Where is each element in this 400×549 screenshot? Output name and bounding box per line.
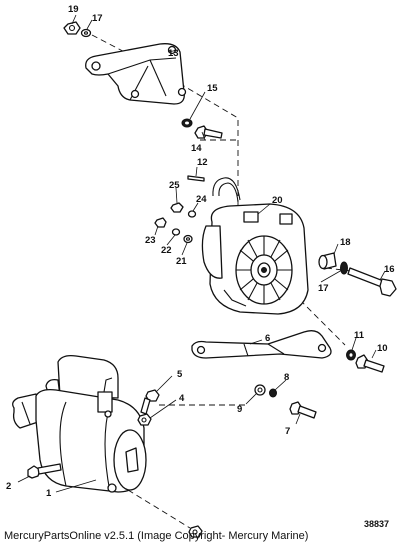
callout-14: 14: [191, 143, 202, 154]
callout-numbers: 19 17 13 15 14 12 25 24 20 23 22 21 18 1…: [6, 4, 395, 499]
lower-adjusting-bracket[interactable]: [191, 330, 332, 359]
callout-20: 20: [272, 195, 283, 206]
callout-7: 7: [285, 426, 290, 437]
bolt-16[interactable]: [347, 267, 397, 297]
nut-bottom[interactable]: [188, 525, 203, 538]
callout-12: 12: [197, 157, 208, 168]
callout-17-top: 17: [92, 13, 103, 24]
nut-19[interactable]: [63, 21, 81, 35]
callout-25: 25: [169, 180, 180, 191]
nut-4[interactable]: [137, 413, 152, 426]
callout-11: 11: [354, 330, 365, 341]
image-id: 38837: [364, 519, 389, 529]
lockwasher-8[interactable]: [269, 388, 277, 398]
callout-9: 9: [237, 404, 242, 415]
bolt-7[interactable]: [289, 401, 317, 419]
nut-23[interactable]: [154, 217, 167, 228]
lockwasher-15[interactable]: [181, 118, 193, 128]
callout-18: 18: [340, 237, 351, 248]
callout-5: 5: [177, 369, 183, 380]
callout-6: 6: [265, 333, 270, 344]
callout-15: 15: [207, 83, 218, 94]
callout-1: 1: [46, 488, 52, 499]
callout-4: 4: [179, 393, 185, 404]
spacer-18[interactable]: [318, 252, 337, 270]
callout-22: 22: [161, 245, 172, 256]
callout-10: 10: [377, 343, 388, 354]
callout-24: 24: [196, 194, 207, 205]
callout-2: 2: [6, 481, 11, 492]
pin-12[interactable]: [187, 175, 205, 182]
washer-22[interactable]: [171, 228, 181, 236]
washer-21[interactable]: [183, 234, 193, 244]
callout-leaders: [17, 14, 386, 493]
washer-9[interactable]: [254, 384, 266, 396]
bolt-14[interactable]: [194, 125, 223, 139]
callout-16: 16: [384, 264, 395, 275]
starter-motor[interactable]: [12, 354, 147, 493]
callout-23: 23: [145, 235, 156, 246]
bolt-5[interactable]: [140, 389, 160, 415]
callout-8: 8: [284, 372, 289, 383]
callout-17-right: 17: [318, 283, 329, 294]
alternator[interactable]: [201, 177, 309, 315]
copyright-footer: MercuryPartsOnline v2.5.1 (Image Copyrig…: [4, 530, 309, 542]
callout-19: 19: [68, 4, 79, 15]
bolt-10[interactable]: [355, 354, 385, 373]
washer-11[interactable]: [346, 349, 356, 361]
washer-17-right[interactable]: [340, 261, 348, 275]
nut-25[interactable]: [170, 202, 184, 213]
bolt-2[interactable]: [27, 463, 62, 479]
callout-13: 13: [168, 48, 179, 59]
washer-17-top[interactable]: [80, 28, 92, 38]
callout-21: 21: [176, 256, 187, 267]
washer-24[interactable]: [187, 210, 197, 218]
